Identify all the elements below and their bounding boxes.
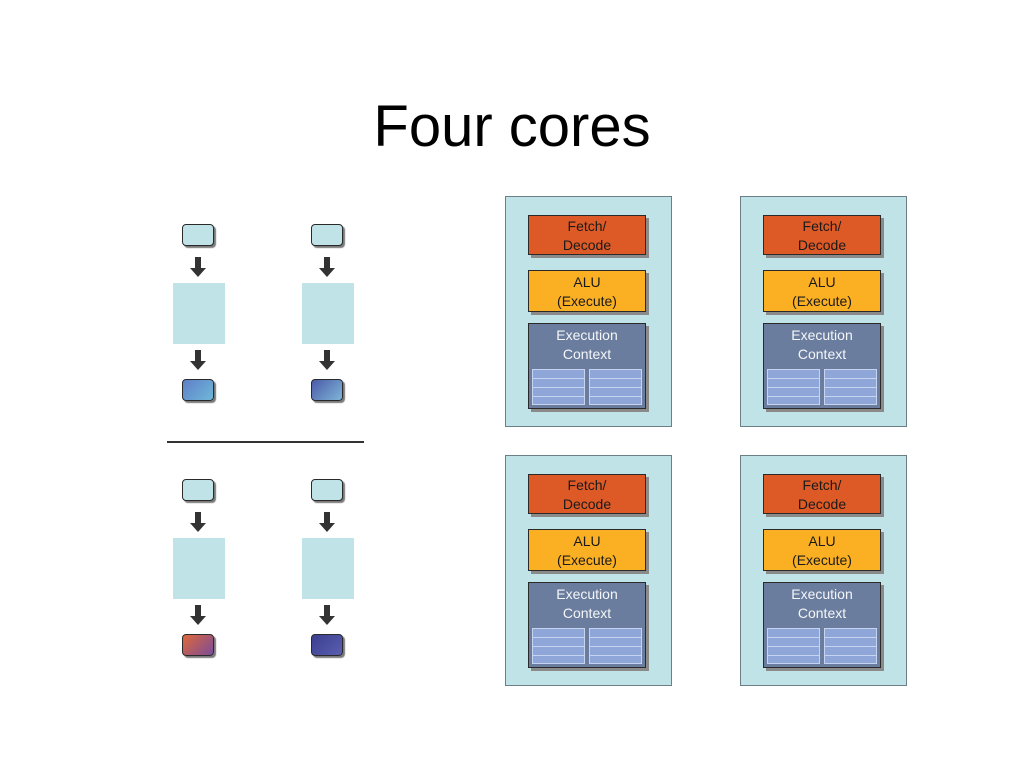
output-data-box [182,634,214,656]
register-column [532,628,585,664]
alu-unit: ALU (Execute) [528,529,646,571]
fetch-decode-unit: Fetch/ Decode [763,215,881,255]
processing-block [302,283,354,344]
down-arrow-icon [319,512,335,532]
fetch-decode-unit: Fetch/ Decode [528,215,646,255]
processing-block [302,538,354,599]
register-column [824,369,877,405]
alu-label: ALU (Execute) [557,274,617,309]
core-block: Fetch/ Decode ALU (Execute) Execution Co… [740,455,907,686]
register-file [532,628,642,664]
input-data-box [311,224,343,246]
register-column [767,628,820,664]
register-column [589,369,642,405]
processing-block [173,538,225,599]
down-arrow-icon [190,605,206,625]
output-data-box [311,379,343,401]
alu-label: ALU (Execute) [792,533,852,568]
fetch-decode-label: Fetch/ Decode [562,477,612,512]
execution-context-label: Execution Context [556,327,618,362]
execution-context-unit: Execution Context [763,582,881,668]
register-column [824,628,877,664]
processing-block [173,283,225,344]
slide-title: Four cores [373,94,651,159]
fetch-decode-label: Fetch/ Decode [562,218,612,253]
input-data-box [182,224,214,246]
execution-context-unit: Execution Context [763,323,881,409]
input-data-box [182,479,214,501]
core-block: Fetch/ Decode ALU (Execute) Execution Co… [505,455,672,686]
down-arrow-icon [319,605,335,625]
down-arrow-icon [319,350,335,370]
execution-context-unit: Execution Context [528,582,646,668]
output-data-box [182,379,214,401]
execution-context-unit: Execution Context [528,323,646,409]
output-data-box [311,634,343,656]
alu-unit: ALU (Execute) [763,529,881,571]
register-column [767,369,820,405]
fetch-decode-label: Fetch/ Decode [797,218,847,253]
register-column [589,628,642,664]
alu-label: ALU (Execute) [792,274,852,309]
execution-context-label: Execution Context [791,327,853,362]
execution-context-label: Execution Context [791,586,853,621]
alu-label: ALU (Execute) [557,533,617,568]
core-block: Fetch/ Decode ALU (Execute) Execution Co… [740,196,907,427]
alu-unit: ALU (Execute) [763,270,881,312]
register-column [532,369,585,405]
fetch-decode-unit: Fetch/ Decode [528,474,646,514]
down-arrow-icon [319,257,335,277]
register-file [767,369,877,405]
input-data-box [311,479,343,501]
alu-unit: ALU (Execute) [528,270,646,312]
fetch-decode-unit: Fetch/ Decode [763,474,881,514]
register-file [532,369,642,405]
fetch-decode-label: Fetch/ Decode [797,477,847,512]
core-block: Fetch/ Decode ALU (Execute) Execution Co… [505,196,672,427]
register-file [767,628,877,664]
divider-line [167,441,364,443]
execution-context-label: Execution Context [556,586,618,621]
down-arrow-icon [190,257,206,277]
down-arrow-icon [190,350,206,370]
down-arrow-icon [190,512,206,532]
